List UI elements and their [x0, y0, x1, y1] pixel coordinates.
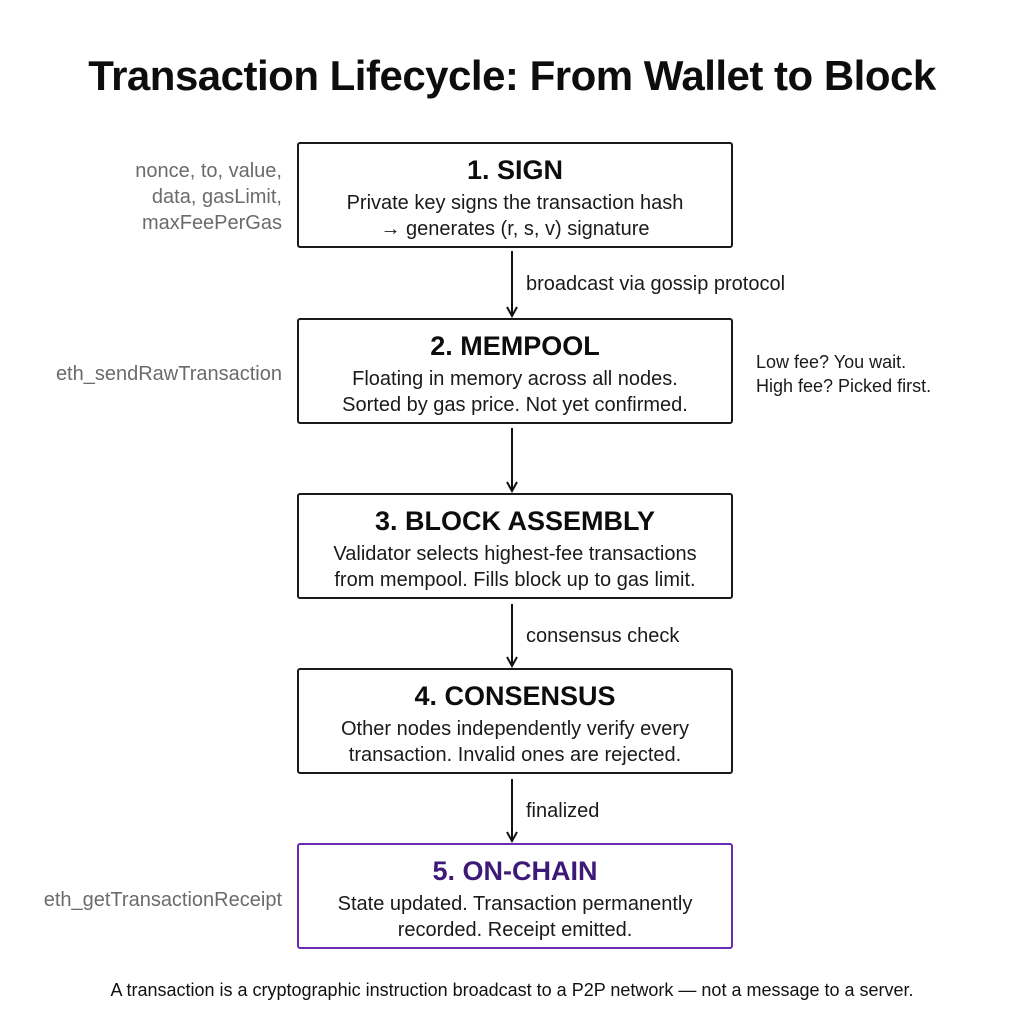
step-description: Floating in memory across all nodes. Sor…: [299, 366, 731, 418]
step-description: State updated. Transaction permanently r…: [299, 891, 731, 943]
step-title: 5. ON-CHAIN: [432, 856, 598, 886]
step-description-line: recorded. Receipt emitted.: [397, 919, 633, 941]
step-description-line: from mempool. Fills block up to gas limi…: [334, 569, 696, 591]
step-description-line: Validator selects highest-fee transactio…: [333, 543, 697, 565]
side-note-line: data, gasLimit,: [151, 186, 282, 208]
sign-fields-note: nonce, to, value, data, gasLimit, maxFee…: [135, 158, 282, 236]
side-note-line: eth_getTransactionReceipt: [43, 889, 282, 911]
step-description: Validator selects highest-fee transactio…: [299, 541, 731, 593]
mempool-rpc-note: eth_sendRawTransaction: [56, 361, 282, 387]
arrow-label-broadcast: broadcast via gossip protocol: [526, 273, 786, 295]
step-box-consensus: 4. CONSENSUS Other nodes independently v…: [297, 668, 733, 774]
step-description: Private key signs the transaction hash →…: [299, 190, 731, 242]
step-description-line: → generates (r, s, v) signature: [380, 218, 650, 240]
side-note-line: maxFeePerGas: [141, 212, 282, 234]
side-note-line: eth_sendRawTransaction: [55, 363, 282, 385]
step-description-line: Sorted by gas price. Not yet confirmed.: [342, 394, 688, 416]
footnote: A transaction is a cryptographic instruc…: [110, 980, 914, 1000]
receipt-rpc-note: eth_getTransactionReceipt: [44, 887, 282, 913]
step-description-line: Private key signs the transaction hash: [346, 192, 684, 214]
step-box-on-chain: 5. ON-CHAIN State updated. Transaction p…: [297, 843, 733, 949]
page-title: Transaction Lifecycle: From Wallet to Bl…: [88, 52, 936, 99]
side-note-line: nonce, to, value,: [135, 160, 282, 182]
side-note-line: Low fee? You wait.: [756, 352, 907, 372]
arrow-label-consensus-check: consensus check: [526, 625, 680, 647]
mempool-fee-note: Low fee? You wait. High fee? Picked firs…: [756, 350, 931, 398]
step-title: 1. SIGN: [466, 155, 564, 185]
step-box-sign: 1. SIGN Private key signs the transactio…: [297, 142, 733, 248]
step-box-mempool: 2. MEMPOOL Floating in memory across all…: [297, 318, 733, 424]
arrow-label-finalized: finalized: [526, 800, 600, 822]
step-description-line: State updated. Transaction permanently: [337, 893, 693, 915]
step-description-line: transaction. Invalid ones are rejected.: [348, 744, 682, 766]
step-title: 2. MEMPOOL: [430, 331, 600, 361]
side-note-line: High fee? Picked first.: [756, 376, 932, 396]
step-box-block-assembly: 3. BLOCK ASSEMBLY Validator selects high…: [297, 493, 733, 599]
step-description: Other nodes independently verify every t…: [299, 716, 731, 768]
step-title: 4. CONSENSUS: [414, 681, 616, 711]
step-description-line: Floating in memory across all nodes.: [352, 368, 678, 390]
step-description-line: Other nodes independently verify every: [341, 718, 689, 740]
step-title: 3. BLOCK ASSEMBLY: [374, 506, 656, 536]
